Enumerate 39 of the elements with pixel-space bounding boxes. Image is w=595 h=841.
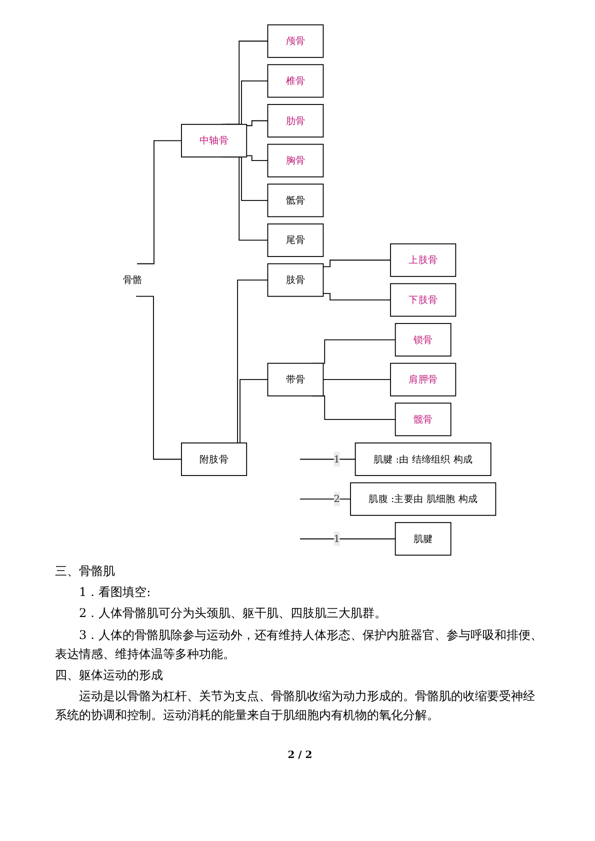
connector xyxy=(246,155,268,162)
node-box: 尾骨 xyxy=(267,223,324,257)
node-box: 带骨 xyxy=(267,362,324,396)
connector xyxy=(322,260,391,268)
node-box: 上肢骨 xyxy=(390,243,456,277)
node-box: 肌腱 xyxy=(394,522,452,556)
heading: 三、骨骼肌 xyxy=(55,563,116,580)
node-box: 肢骨 xyxy=(267,263,324,297)
connector xyxy=(246,120,268,126)
node-box: 中轴骨 xyxy=(180,124,247,158)
node-box: 下肢骨 xyxy=(390,283,456,317)
node-box: 胸骨 xyxy=(267,144,324,178)
heading: 1．看图填空: xyxy=(78,584,152,602)
node-box: 骶骨 xyxy=(267,184,324,218)
paragraph: 2．人体骨骼肌可分为头颈肌、躯干肌、四肢肌三大肌群。 xyxy=(78,605,388,622)
node-box: 椎骨 xyxy=(267,64,324,98)
connector xyxy=(299,458,356,460)
node-box: 锁骨 xyxy=(394,323,452,357)
edge-label: 1 xyxy=(334,453,340,465)
page-number: 2 / 2 xyxy=(286,750,314,760)
heading: 四、躯体运动的形成 xyxy=(55,666,164,684)
connector xyxy=(299,538,396,540)
node-box: 肌腱 :由 结缔组织 构成 xyxy=(354,442,492,476)
paragraph: 3．人体的骨骼肌除参与运动外，还有维持人体形态、保护内脏器官、参与呼吸和排便、表达情感、维持体温等多种功能。 xyxy=(55,626,544,663)
node-box: 肋骨 xyxy=(267,104,324,138)
node-box: 颅骨 xyxy=(267,24,324,58)
edge-label: 1 xyxy=(334,532,340,544)
node-box: 肌腹 :主要由 肌细胞 构成 xyxy=(350,482,496,516)
connector xyxy=(136,140,182,264)
connector xyxy=(299,498,351,500)
node-box: 附肢骨 xyxy=(180,442,247,476)
edge-label: 2 xyxy=(334,493,340,504)
connector xyxy=(322,292,391,300)
node-box: 髋骨 xyxy=(394,402,452,436)
connector xyxy=(135,296,182,460)
node-box: 肩胛骨 xyxy=(390,362,456,396)
paragraph: 运动是以骨骼为杠杆、关节为支点、骨骼肌收缩为动力形成的。骨骼肌的收缩要受神经系统的协调和控制。运动消耗的能量来自于肌细胞内有机物的氧化分解。 xyxy=(55,688,536,724)
connector xyxy=(322,379,391,380)
node-text: 骨骼 xyxy=(122,274,142,286)
